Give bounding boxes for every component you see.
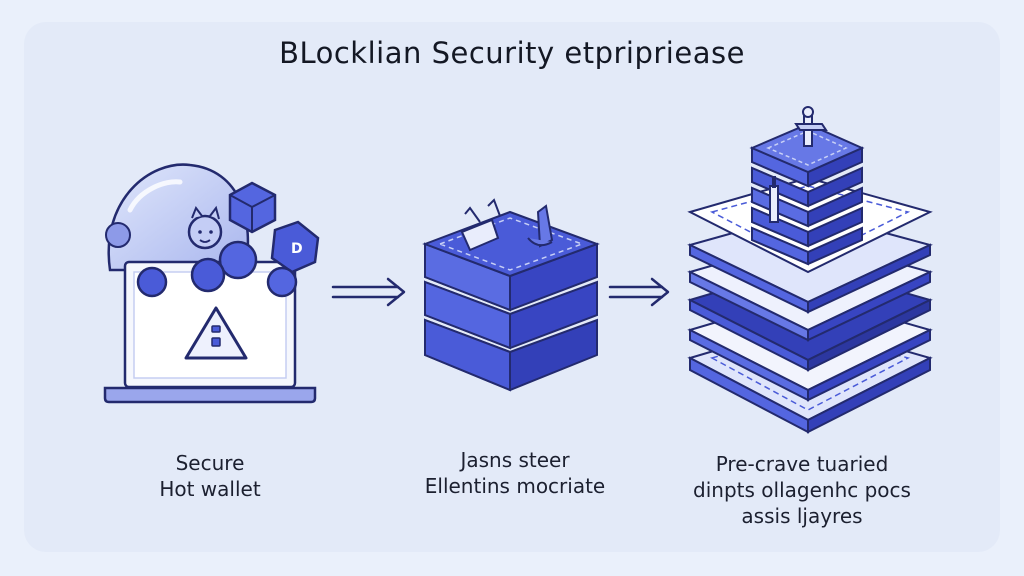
network-node-icon: D xyxy=(136,181,320,298)
caption-line: Jasns steer xyxy=(460,448,570,472)
caption-line: Secure xyxy=(175,451,245,475)
layered-platform-stack xyxy=(687,106,933,434)
caption-line: dinpts ollagenhc pocs xyxy=(693,478,911,502)
arrow-right-icon xyxy=(608,277,670,307)
stacked-cube xyxy=(422,198,600,392)
caption-line: Pre-crave tuaried xyxy=(715,452,889,476)
svg-text:D: D xyxy=(291,241,303,257)
cube-layer-bottom xyxy=(424,318,598,392)
cube-layer-top xyxy=(422,210,600,312)
cube-layer-middle xyxy=(424,280,598,350)
caption-line: Ellentins mocriate xyxy=(424,474,606,498)
middle-stage-caption: Jasns steer Ellentins mocriate xyxy=(400,447,630,499)
warning-icon xyxy=(184,306,248,360)
caption-line: Hot wallet xyxy=(159,477,261,501)
arrow-right-icon xyxy=(331,277,406,307)
diagram-title: BLocklian Security etpripriease xyxy=(279,36,745,70)
caption-line: assis ljayres xyxy=(741,504,863,528)
hot-wallet-caption: Secure Hot wallet xyxy=(110,450,310,502)
cube-top-objects xyxy=(460,198,554,252)
server-tower xyxy=(749,106,865,266)
layers-stage-caption: Pre-crave tuaried dinpts ollagenhc pocs … xyxy=(672,451,932,529)
laptop-hot-wallet: D xyxy=(103,163,320,404)
